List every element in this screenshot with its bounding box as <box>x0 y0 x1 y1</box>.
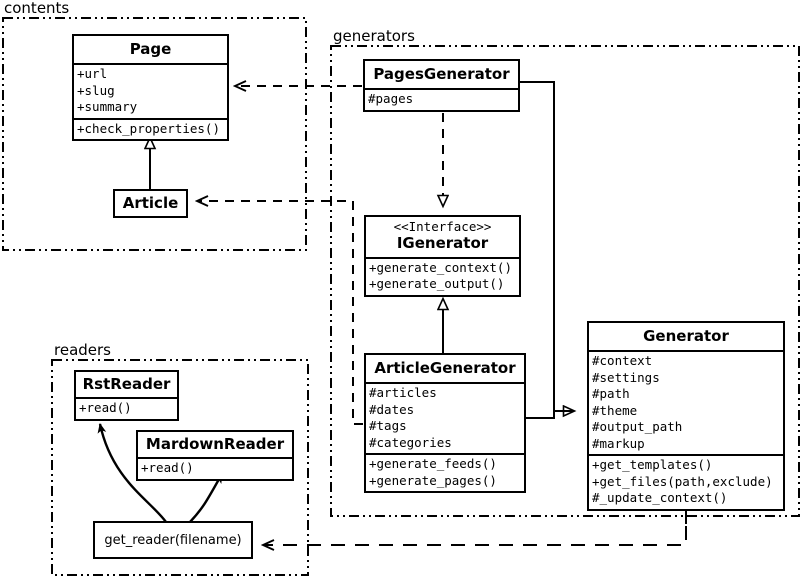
readers-package-label: readers <box>52 341 113 359</box>
class-mardownreader-operations: +read() <box>138 457 292 479</box>
class-generator-operations: +get_templates() +get_files(path,exclude… <box>589 454 783 509</box>
attribute-item: #settings <box>592 369 660 385</box>
class-igenerator[interactable]: <<Interface>> IGenerator +generate_conte… <box>364 215 521 297</box>
class-mardownreader[interactable]: MardownReader +read() <box>136 430 294 481</box>
operation-item: +read() <box>79 400 132 415</box>
class-igenerator-name: IGenerator <box>396 233 489 252</box>
class-generator[interactable]: Generator #context #settings #path #them… <box>587 321 785 511</box>
attribute-item: #categories <box>369 434 452 450</box>
operation-item: +check_properties() <box>77 120 220 136</box>
class-igenerator-title: <<Interface>> IGenerator <box>366 217 519 257</box>
function-box-get-reader[interactable]: get_reader(filename) <box>93 521 253 559</box>
class-pagesgenerator-title: PagesGenerator <box>373 65 510 83</box>
attribute-item: +slug <box>77 82 115 98</box>
edge-articlegenerator-to-generator <box>526 410 574 419</box>
class-rstreader-operations: +read() <box>76 397 177 419</box>
attribute-item: #output_path <box>592 419 683 434</box>
attribute-item: +summary <box>77 99 138 114</box>
class-articlegenerator[interactable]: ArticleGenerator #articles #dates #tags … <box>364 353 526 493</box>
attribute-item: #markup <box>592 435 645 451</box>
class-article[interactable]: Article <box>113 189 188 218</box>
class-rstreader[interactable]: RstReader +read() <box>74 370 179 421</box>
contents-package-label: contents <box>2 0 72 17</box>
class-generator-attributes: #context #settings #path #theme #output_… <box>589 350 783 454</box>
attribute-item: +url <box>77 66 108 81</box>
class-generator-title: Generator <box>643 327 729 345</box>
class-page-title: Page <box>129 40 172 58</box>
class-igenerator-operations: +generate_context() +generate_output() <box>366 256 519 295</box>
operation-item: +get_templates() <box>592 457 713 472</box>
attribute-item: #pages <box>368 91 414 106</box>
attribute-item: #dates <box>369 401 415 417</box>
generators-package-label: generators <box>331 27 417 45</box>
operation-item: +get_files(path,exclude) <box>592 473 773 489</box>
operation-item: +generate_output() <box>369 276 505 291</box>
edge-getreader-to-mardownreader <box>189 473 224 523</box>
attribute-item: #theme <box>592 402 638 418</box>
function-box-get-reader-label: get_reader(filename) <box>104 532 242 548</box>
operation-item: +generate_context() <box>369 259 512 275</box>
operation-item: +generate_pages() <box>369 472 497 488</box>
operation-item: +read() <box>141 460 194 475</box>
edge-articlegenerator-to-article <box>198 201 363 425</box>
attribute-item: #tags <box>369 418 407 433</box>
operation-item: #_update_context() <box>592 490 728 505</box>
class-page[interactable]: Page +url +slug +summary +check_properti… <box>72 34 229 141</box>
attribute-item: #path <box>592 386 630 401</box>
class-rstreader-title: RstReader <box>82 375 171 393</box>
class-page-operations: +check_properties() <box>74 117 227 140</box>
class-pagesgenerator-attributes: #pages <box>365 88 518 110</box>
attribute-item: #context <box>592 353 653 368</box>
class-pagesgenerator[interactable]: PagesGenerator #pages <box>363 59 520 112</box>
class-articlegenerator-operations: +generate_feeds() +generate_pages() <box>366 453 524 491</box>
class-page-attributes: +url +slug +summary <box>74 63 227 118</box>
class-article-title: Article <box>122 194 179 212</box>
attribute-item: #articles <box>369 385 437 400</box>
class-articlegenerator-title: ArticleGenerator <box>374 359 516 377</box>
class-articlegenerator-attributes: #articles #dates #tags #categories <box>366 382 524 453</box>
class-mardownreader-title: MardownReader <box>145 435 285 453</box>
edge-pagesgenerator-to-generator <box>520 81 574 411</box>
operation-item: +generate_feeds() <box>369 456 497 471</box>
